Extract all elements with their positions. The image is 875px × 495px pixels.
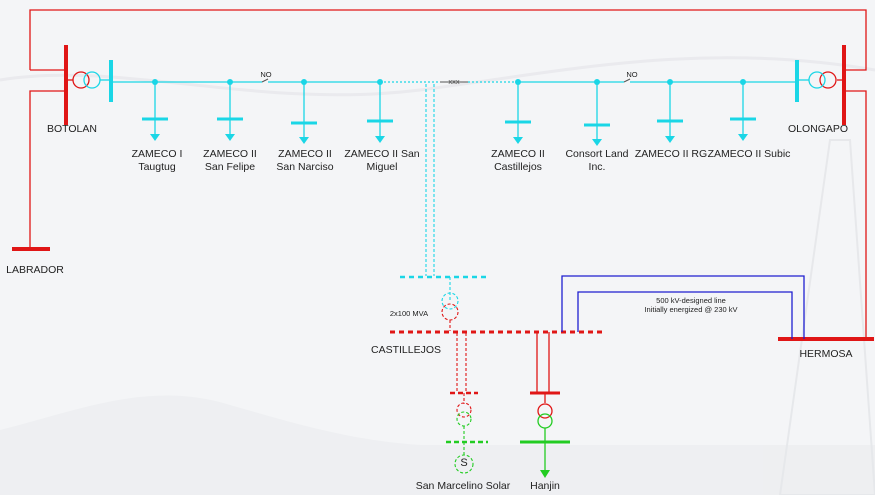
load-label-consort-land: Consort Land Inc. xyxy=(565,148,629,173)
load-label-subic: ZAMECO II Subic xyxy=(707,148,791,160)
labrador-label: LABRADOR xyxy=(6,264,64,276)
solar-generator xyxy=(454,454,474,474)
load-rg xyxy=(657,79,683,143)
load-consort-land xyxy=(584,79,610,146)
load-label-san-felipe: ZAMECO II San Felipe xyxy=(203,148,257,173)
line-note-line2: Initially energized @ 230 kV xyxy=(644,305,738,314)
background-landscape xyxy=(0,56,875,495)
olongapo-transformer-hv xyxy=(819,71,837,89)
load-subic xyxy=(730,79,756,141)
solar-symbol: S xyxy=(460,457,468,469)
botolan-transformer-hv xyxy=(72,71,90,89)
load-label-san-miguel: ZAMECO II San Miguel xyxy=(344,148,420,173)
castillejos-69kv-tap xyxy=(425,84,435,276)
load-label-castillejos: ZAMECO II Castillejos xyxy=(491,148,545,173)
no-switch-right xyxy=(623,78,631,83)
load-san-felipe xyxy=(217,79,243,141)
transformer-rating-label: 2x100 MVA xyxy=(389,309,429,318)
no-switch-left-label: NO xyxy=(260,70,272,79)
olongapo-transformer-lv xyxy=(808,71,826,89)
line-note-line1: 500 kV-designed line xyxy=(656,296,726,305)
no-switch-right-label: NO xyxy=(626,70,638,79)
castillejos-label: CASTILLEJOS xyxy=(370,344,442,356)
load-san-miguel xyxy=(367,79,393,143)
hanjin-label: Hanjin xyxy=(530,480,560,492)
load-feeders xyxy=(142,79,756,146)
load-label-rg: ZAMECO II RG xyxy=(634,148,708,160)
load-castillejos xyxy=(505,79,531,144)
solar-label: San Marcelino Solar xyxy=(415,480,511,492)
tie-switch-label: xxx xyxy=(448,77,460,86)
red-transmission-lines xyxy=(29,9,867,338)
hanjin-feeder xyxy=(520,332,570,478)
botolan-label: BOTOLAN xyxy=(47,123,97,135)
line-note: 500 kV-designed line Initially energized… xyxy=(616,296,766,314)
load-label-san-narciso: ZAMECO II San Narciso xyxy=(276,148,334,173)
load-label-taugtug: ZAMECO I Taugtug xyxy=(131,148,183,173)
load-taugtug xyxy=(142,79,168,141)
castillejos-transformer-lv xyxy=(441,292,459,310)
hermosa-label: HERMOSA xyxy=(799,348,853,360)
olongapo-label: OLONGAPO xyxy=(787,123,849,135)
blue-500kv-line xyxy=(561,275,805,339)
no-switch-left xyxy=(261,78,269,83)
load-san-narciso xyxy=(291,79,317,144)
solar-feeder xyxy=(446,333,488,474)
